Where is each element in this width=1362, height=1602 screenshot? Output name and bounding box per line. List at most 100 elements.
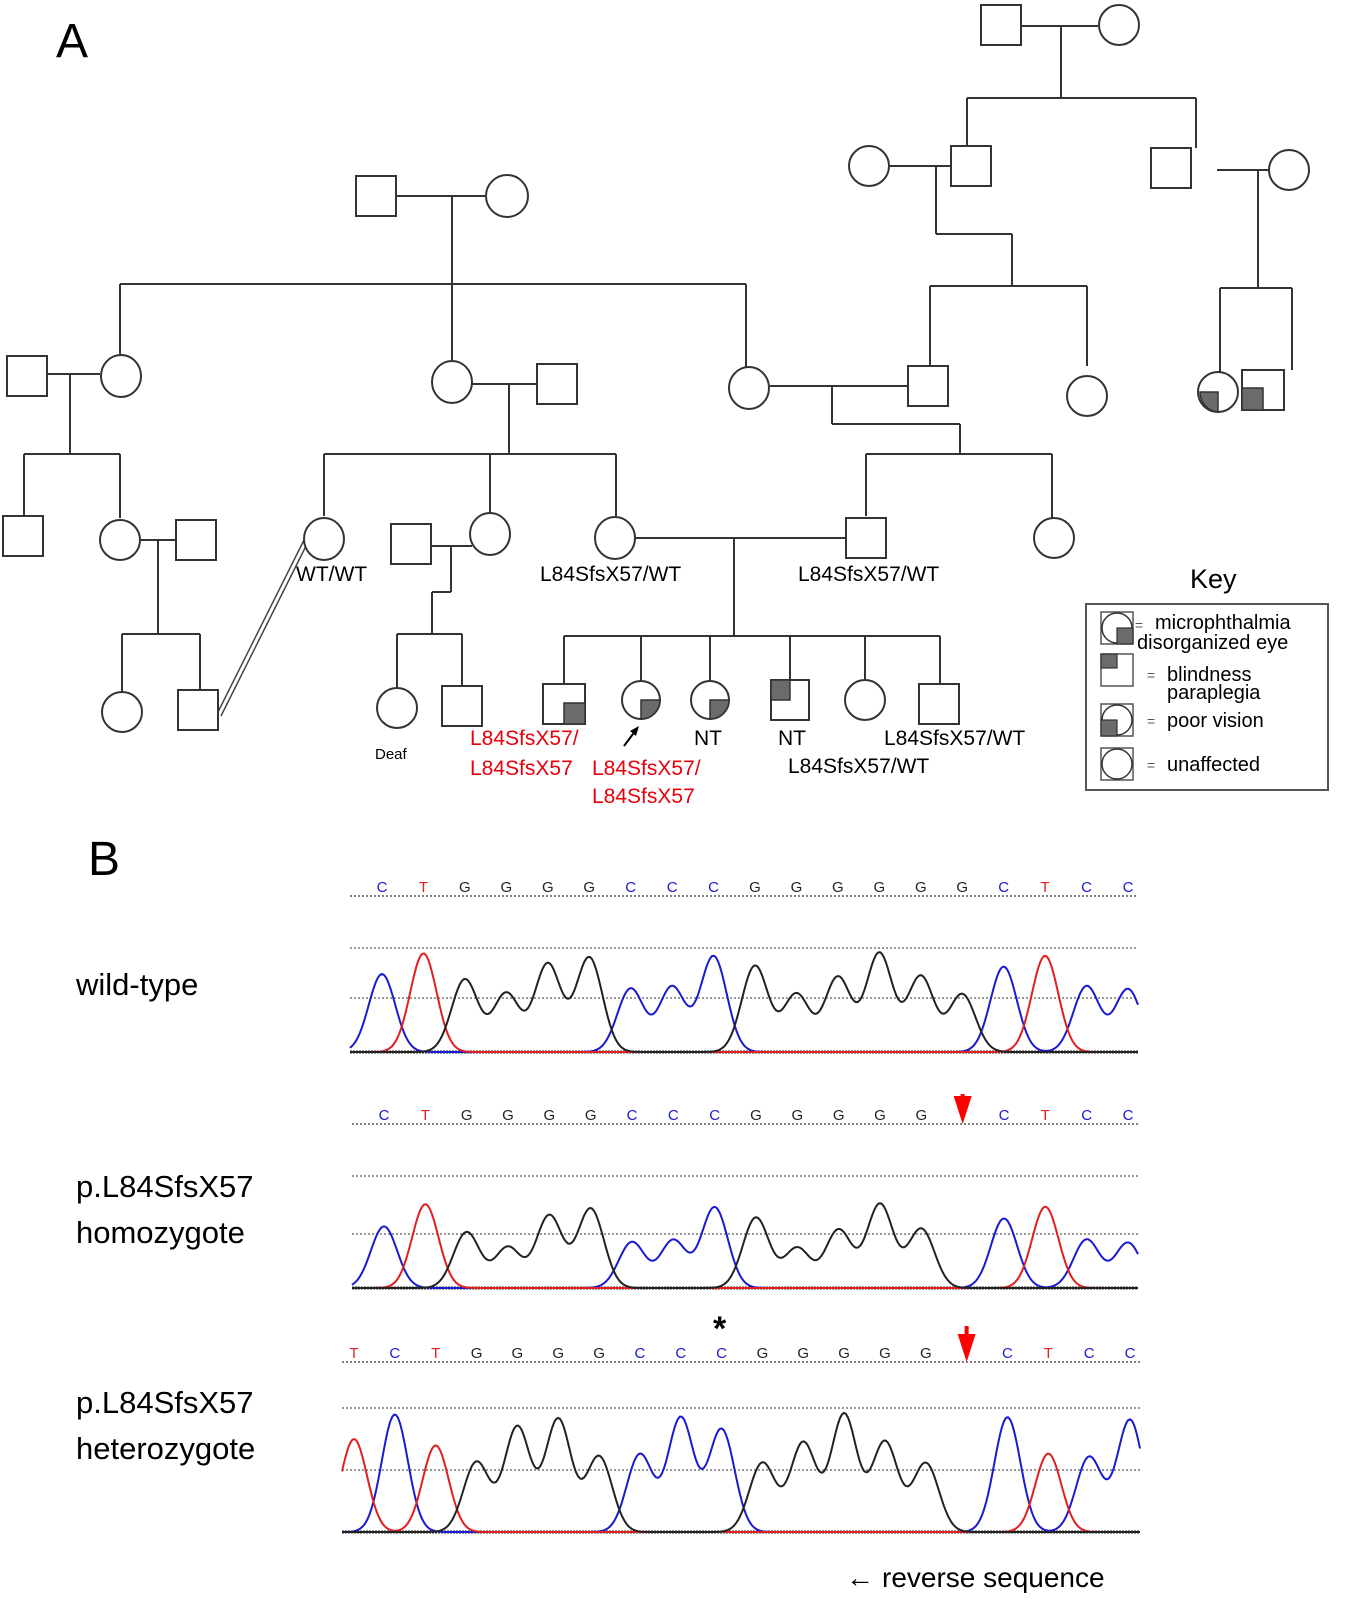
key-equals: =: [1147, 713, 1156, 729]
genotype-label: NT: [694, 727, 722, 750]
base-call-C: C: [377, 879, 388, 896]
affected-microphthalmia-male: [542, 683, 586, 725]
key-symbol-microphthalmia: [1100, 611, 1134, 645]
base-call-T: T: [1041, 879, 1050, 896]
base-call-T: T: [421, 1107, 430, 1124]
key-equals: =: [1147, 757, 1156, 773]
genotype-label: L84SfsX57/: [470, 727, 579, 750]
deletion-arrow-icon: [953, 1096, 972, 1124]
trace-C: [341, 1413, 1141, 1533]
trace-label-line: heterozygote: [76, 1431, 256, 1466]
base-call-C: C: [709, 1107, 720, 1124]
base-call-G: G: [502, 1107, 514, 1124]
base-call-C: C: [627, 1107, 638, 1124]
genotype-label: L84SfsX57/WT: [788, 755, 930, 778]
individual-female: [100, 354, 142, 398]
trace-T: [352, 1203, 1138, 1289]
base-call-C: C: [668, 1107, 679, 1124]
individual-female: [1033, 517, 1075, 559]
individual-male: [536, 363, 578, 405]
individual-female: [1268, 149, 1310, 191]
individual-female: [376, 687, 418, 729]
key-equals: =: [1135, 617, 1144, 633]
trace-T: [350, 952, 1138, 1053]
base-call-C: C: [716, 1345, 727, 1362]
base-call-G: G: [750, 1107, 762, 1124]
base-call-C: C: [379, 1107, 390, 1124]
key-equals: =: [1147, 667, 1156, 683]
base-call-C: C: [1084, 1345, 1095, 1362]
base-call-T: T: [1044, 1345, 1053, 1362]
base-call-G: G: [920, 1345, 932, 1362]
base-call-G: G: [915, 1107, 927, 1124]
base-call-T: T: [431, 1345, 440, 1362]
base-call-C: C: [708, 879, 719, 896]
individual-male: [177, 689, 219, 731]
base-call-G: G: [583, 879, 595, 896]
base-call-C: C: [625, 879, 636, 896]
base-call-G: G: [512, 1345, 524, 1362]
base-call-T: T: [349, 1345, 358, 1362]
individual-male: [2, 515, 44, 557]
key-text: microphthalmia: [1155, 612, 1291, 634]
base-call-C: C: [998, 879, 1009, 896]
pedigree-chart: [2, 4, 1310, 781]
base-call-C: C: [1002, 1345, 1013, 1362]
base-call-C: C: [389, 1345, 400, 1362]
key-text: paraplegia: [1167, 682, 1261, 704]
left-arrow-icon: ←: [846, 1562, 874, 1593]
genotype-label: L84SfsX57/WT: [798, 563, 940, 586]
asterisk-marker: *: [713, 1310, 727, 1348]
base-call-G: G: [832, 879, 844, 896]
trace-label-homozygote: p.L84SfsX57 homozygote: [76, 1168, 254, 1252]
affected-poor-vision-female: [1197, 371, 1239, 413]
key-title: Key: [1190, 564, 1237, 594]
base-call-G: G: [791, 1107, 803, 1124]
genotype-label: WT/WT: [296, 563, 368, 586]
trace-G: [352, 1202, 1138, 1289]
base-call-G: G: [838, 1345, 850, 1362]
individual-female: [303, 517, 345, 561]
base-call-G: G: [543, 1107, 555, 1124]
pedigree-lines: [23, 25, 1293, 692]
base-call-G: G: [879, 1345, 891, 1362]
key-legend: = microphthalmia disorganized eye = blin…: [1085, 603, 1329, 791]
individual-male: [907, 365, 949, 407]
base-call-G: G: [593, 1345, 605, 1362]
base-call-G: G: [797, 1345, 809, 1362]
individual-male: [441, 685, 483, 727]
individual-female: [431, 360, 473, 404]
base-call-G: G: [874, 1107, 886, 1124]
consanguinity-line: [216, 537, 310, 717]
base-call-G: G: [757, 1345, 769, 1362]
individual-female: [101, 691, 143, 733]
key-symbol-blindness: [1100, 653, 1134, 687]
reverse-sequence-label: reverse sequence: [882, 1562, 1105, 1593]
base-call-G: G: [833, 1107, 845, 1124]
individual-male: [390, 523, 432, 565]
base-call-C: C: [667, 879, 678, 896]
affected-poor-vision-male: [1241, 369, 1285, 411]
affected-microphthalmia-female: [690, 680, 730, 720]
trace-C: [351, 1205, 1139, 1289]
individual-male: [918, 683, 960, 725]
base-call-T: T: [419, 879, 428, 896]
reverse-sequence-note: ← reverse sequence: [846, 1562, 1105, 1594]
trace-C: [349, 954, 1139, 1053]
trace-label-line: wild-type: [76, 967, 199, 1002]
individual-female: [594, 516, 636, 560]
trace-G: [342, 1411, 1140, 1533]
panel-a-label: A: [56, 15, 89, 68]
key-symbol-unaffected: [1100, 747, 1134, 781]
individual-male: [950, 145, 992, 187]
genotype-label: L84SfsX57/: [592, 757, 701, 780]
key-text: blindness: [1167, 664, 1252, 686]
genotype-label: L84SfsX57/WT: [884, 727, 1026, 750]
base-call-G: G: [471, 1345, 483, 1362]
individual-female: [469, 512, 511, 556]
trace-label-line: p.L84SfsX57: [76, 1385, 254, 1420]
proband-microphthalmia-female: [621, 680, 661, 720]
individual-female: [728, 366, 770, 410]
individual-female: [485, 174, 529, 218]
genotype-label: L84SfsX57: [592, 785, 695, 808]
